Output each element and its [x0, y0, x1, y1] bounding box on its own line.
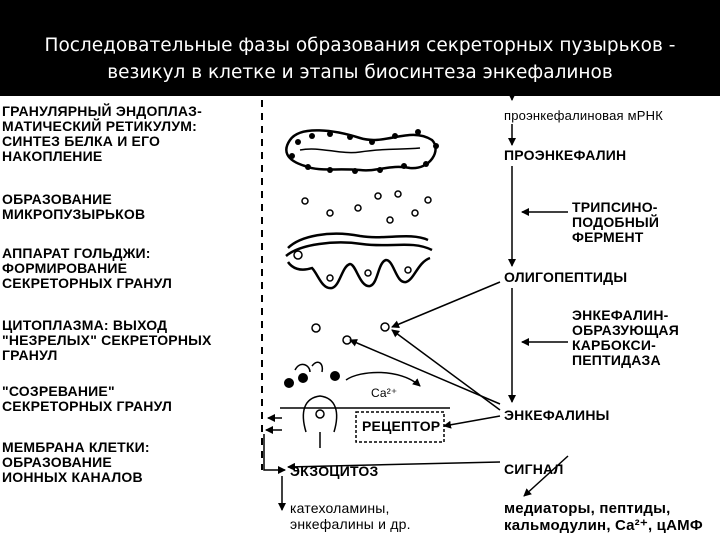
left-label-maturation: "СОЗРЕВАНИЕ" СЕКРЕТОРНЫХ ГРАНУЛ	[2, 383, 173, 414]
label-receptor: РЕЦЕПТОР	[362, 418, 441, 434]
left-label-microvesicles: ОБРАЗОВАНИЕ МИКРОПУЗЫРЬКОВ	[2, 191, 146, 222]
exocytosis-arrows	[263, 414, 286, 511]
label-mrna: проэнкефалиновая мРНК	[504, 108, 663, 123]
exocytosis-granule	[302, 395, 338, 448]
endoplasmic-reticulum-shape	[285, 129, 439, 174]
mature-granules	[284, 361, 340, 388]
left-label-er: ГРАНУЛЯРНЫЙ ЭНДОПЛАЗ- МАТИЧЕСКИЙ РЕТИКУЛ…	[2, 103, 202, 164]
calcium-arrow	[345, 371, 421, 387]
microvesicles	[301, 190, 432, 224]
label-released-substances: катехоламины, энкефалины и др.	[290, 500, 411, 532]
label-mediators: медиаторы, пептиды, кальмодулин, Ca²⁺, ц…	[504, 500, 703, 534]
left-label-membrane: МЕМБРАНА КЛЕТКИ: ОБРАЗОВАНИЕ ИОННЫХ КАНА…	[2, 439, 150, 485]
left-label-cytoplasm: ЦИТОПЛАЗМА: ВЫХОД "НЕЗРЕЛЫХ" СЕКРЕТОРНЫХ…	[2, 317, 212, 363]
left-label-golgi: АППАРАТ ГОЛЬДЖИ: ФОРМИРОВАНИЕ СЕКРЕТОРНЫ…	[2, 245, 173, 291]
label-trypsin-enzyme: ТРИПСИНО- ПОДОБНЫЙ ФЕРМЕНТ	[572, 199, 660, 245]
label-exocytosis: ЭКЗОЦИТОЗ	[290, 463, 379, 479]
right-chain-arrows	[287, 93, 569, 497]
label-oligopeptides: ОЛИГОПЕПТИДЫ	[504, 269, 628, 285]
golgi-apparatus-shape	[285, 232, 433, 290]
label-proenkephalin: ПРОЭНКЕФАЛИН	[504, 147, 627, 163]
converging-arrows	[349, 281, 501, 429]
label-enkephalins: ЭНКЕФАЛИНЫ	[504, 407, 610, 423]
slide-title: Последовательные фазы образования секрет…	[44, 35, 676, 83]
label-signal: СИГНАЛ	[504, 461, 564, 477]
label-calcium: Ca²⁺	[371, 386, 398, 400]
title-bar	[0, 0, 720, 96]
label-carboxypeptidase: ЭНКЕФАЛИН- ОБРАЗУЮЩАЯ КАРБОКСИ- ПЕПТИДАЗ…	[572, 307, 679, 368]
receptor-box	[355, 411, 445, 443]
